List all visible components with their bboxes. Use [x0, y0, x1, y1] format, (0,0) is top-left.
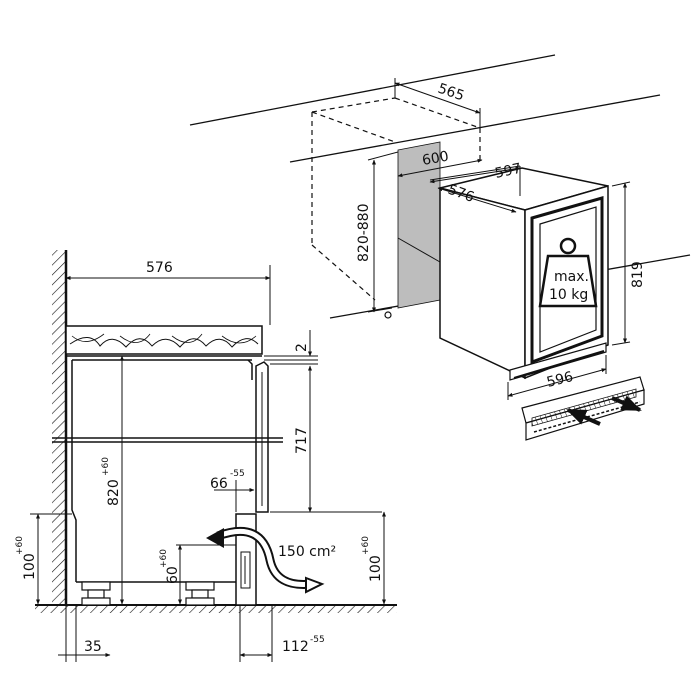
dim-35: 35	[58, 605, 111, 662]
floor-hatch	[35, 605, 397, 613]
section-view: 576 2	[15, 250, 397, 662]
dim-100-right-tolerance: +60	[361, 536, 371, 555]
dim-100-left: 100 +60	[15, 513, 72, 605]
dim-576-side: 576	[65, 260, 271, 325]
airflow-tail	[305, 576, 325, 594]
dim-60: 60 +60	[159, 544, 236, 605]
dim-820-label: 820	[106, 479, 122, 506]
dim-600-label: 600	[421, 149, 450, 169]
wall-hatch	[52, 250, 66, 605]
dim-820: 820 +60	[101, 355, 124, 605]
dim-112-label: 112	[282, 639, 309, 655]
countertop-line-front-upper	[289, 94, 661, 163]
dim-717: 717	[270, 363, 382, 513]
dim-2: 2	[264, 330, 318, 361]
dim-819: 819	[611, 181, 646, 346]
airflow-arrows-grill	[566, 395, 642, 426]
dim-596-label: 596	[545, 369, 575, 391]
dim-717-label: 717	[294, 427, 310, 454]
door-glass-frame	[530, 196, 604, 365]
vent-grill	[521, 376, 645, 441]
dim-820-880: 820-880	[356, 151, 399, 313]
dim-819-label: 819	[630, 261, 646, 288]
airflow-arrowhead-in	[206, 528, 224, 548]
dim-597-label: 597	[494, 161, 523, 182]
dim-597: 597	[429, 161, 523, 196]
weight-label-kg: 10 kg	[549, 287, 588, 303]
dim-112-tolerance: -55	[310, 635, 325, 645]
perspective-view: 565 600 820-880 ma	[189, 54, 691, 441]
dim-66-tolerance: -55	[230, 469, 245, 479]
dim-596: 596	[507, 355, 607, 400]
vent-area-label: 150 cm²	[278, 544, 336, 560]
dim-60-label: 60	[165, 566, 181, 584]
dim-565-label: 565	[436, 81, 466, 105]
niche-back-line	[397, 237, 441, 263]
worktop	[65, 325, 263, 355]
weight-label-max: max.	[554, 269, 589, 285]
dim-100-left-tolerance: +60	[15, 536, 25, 555]
dim-100-right-label: 100	[368, 555, 384, 582]
foot-marker	[384, 311, 392, 319]
dim-100-right: 100 +60	[361, 511, 386, 605]
dim-820-880-label: 820-880	[356, 204, 372, 263]
appliance-section	[71, 359, 269, 606]
dim-820-tolerance: +60	[101, 457, 111, 476]
dim-2-label: 2	[294, 343, 310, 352]
dim-576-side-label: 576	[146, 260, 173, 276]
dim-66-label: 66	[210, 476, 228, 492]
dim-112: 112 -55	[239, 605, 325, 662]
door-glass	[539, 206, 597, 353]
countertop-line-back	[189, 54, 556, 126]
dim-100-left-label: 100	[22, 553, 38, 580]
dim-35-label: 35	[84, 639, 102, 655]
dim-60-tolerance: +60	[159, 549, 169, 568]
weight-icon: max. 10 kg	[538, 237, 598, 308]
dim-66: 66 -55	[210, 469, 255, 512]
appliance-side	[439, 187, 526, 380]
